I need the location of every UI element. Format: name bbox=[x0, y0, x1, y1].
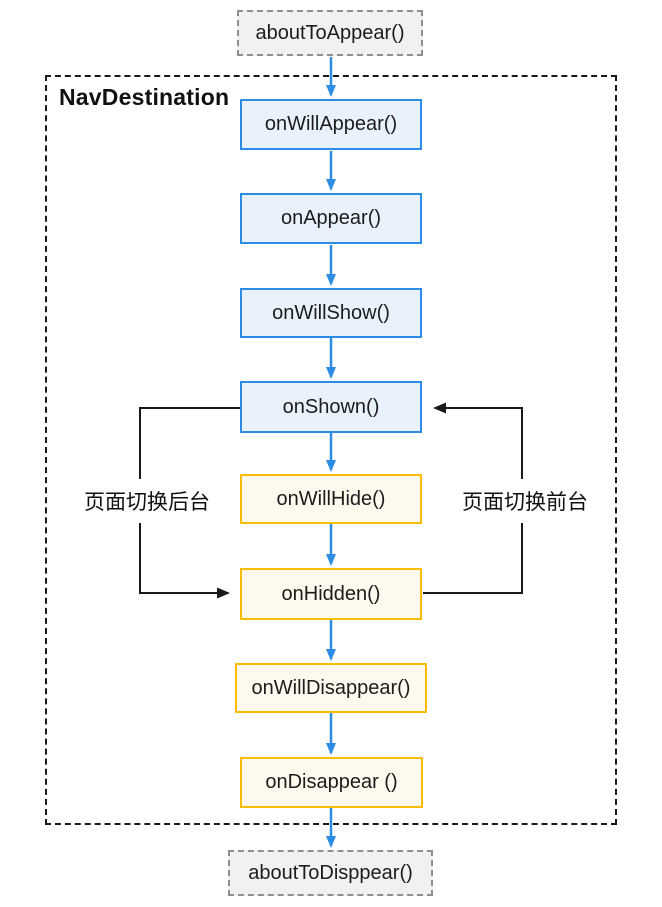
node-on-appear-label: onAppear() bbox=[280, 207, 382, 229]
node-on-will-hide-label: onWillHide() bbox=[276, 487, 386, 510]
node-on-hidden: onHidden() bbox=[240, 568, 422, 620]
node-about-to-appear-label: aboutToAppear() bbox=[255, 21, 405, 44]
node-about-to-disppear-label: aboutToDisppear() bbox=[248, 861, 413, 884]
container-title: NavDestination bbox=[59, 84, 230, 110]
node-about-to-appear: aboutToAppear() bbox=[237, 10, 423, 56]
node-on-will-show: onWillShow() bbox=[240, 288, 422, 338]
node-on-shown: onShown() bbox=[240, 381, 422, 433]
node-on-will-disappear-label: onWillDisappear() bbox=[251, 676, 411, 699]
node-on-appear: onAppear() bbox=[240, 193, 422, 244]
node-on-will-hide: onWillHide() bbox=[240, 474, 422, 524]
edge-label-switch-to-background: 页面切换后台 bbox=[83, 479, 211, 523]
node-on-will-show-label: onWillShow() bbox=[272, 301, 390, 324]
node-on-shown-label: onShown() bbox=[282, 395, 380, 418]
node-about-to-disppear: aboutToDisppear() bbox=[228, 850, 433, 896]
node-on-will-appear: onWillAppear() bbox=[240, 99, 422, 150]
node-on-disappear-label: onDisappear () bbox=[265, 771, 398, 793]
edge-label-switch-to-foreground: 页面切换前台 bbox=[461, 479, 589, 523]
node-on-will-appear-label: onWillAppear() bbox=[264, 113, 398, 135]
node-on-hidden-label: onHidden() bbox=[281, 582, 381, 605]
node-on-will-disappear: onWillDisappear() bbox=[235, 663, 427, 713]
node-on-disappear: onDisappear () bbox=[240, 757, 423, 808]
